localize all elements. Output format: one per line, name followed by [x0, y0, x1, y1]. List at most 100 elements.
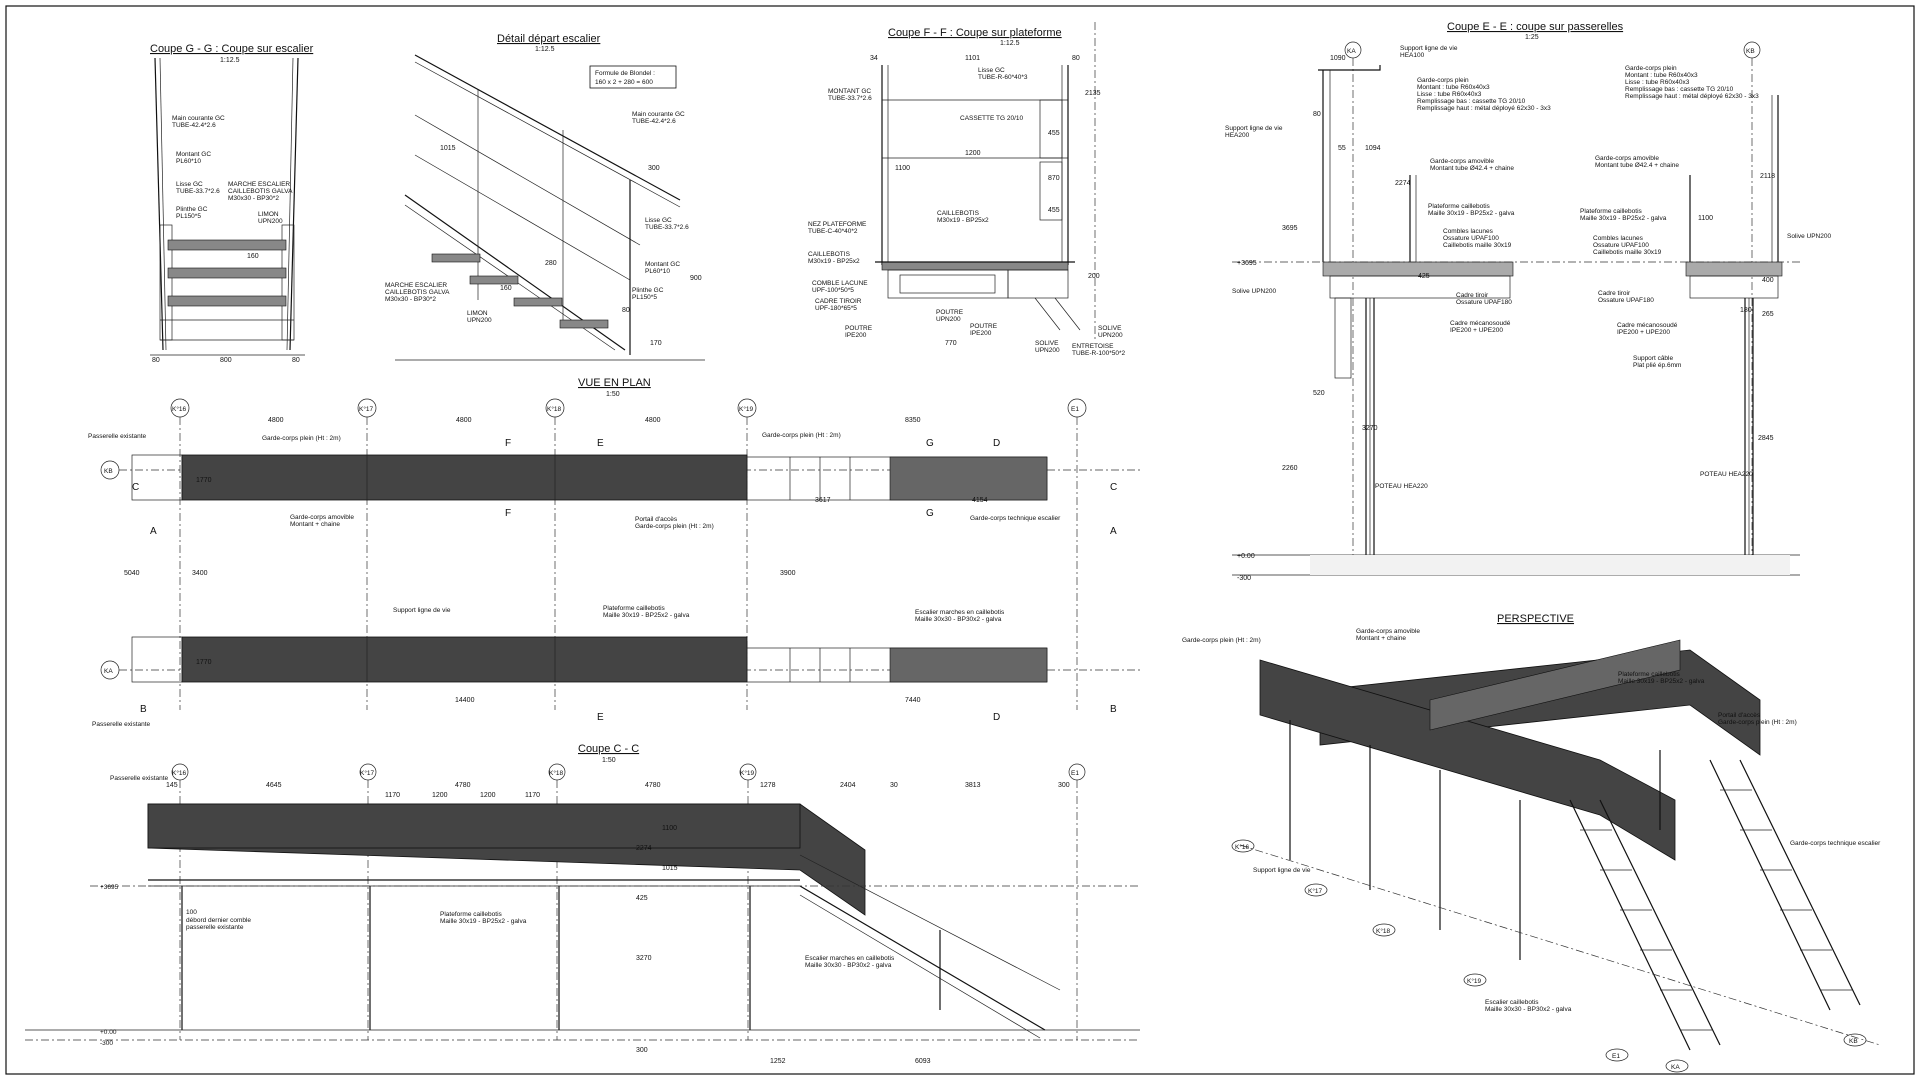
ff-dim: 1100	[895, 165, 910, 172]
ee-label: Garde-corps plein	[1417, 77, 1469, 84]
plan-dim: 1770	[196, 659, 212, 666]
persp-label: Garde-corps technique escalier	[1790, 840, 1881, 847]
depart-label: Plinthe GC	[632, 287, 664, 294]
gg-label: Main courante GC	[172, 115, 225, 122]
plan-cut-label: D	[993, 712, 1000, 723]
ee-label: Lisse : tube R60x40x3	[1625, 79, 1690, 86]
ee-label: Caillebotis maille 30x19	[1593, 249, 1662, 256]
ee-label: Garde-corps plein	[1625, 65, 1677, 72]
depart-label: TUBE-42.4*2.6	[632, 118, 676, 125]
depart-dim: 80	[622, 307, 630, 314]
ff-label: POUTRE	[970, 323, 998, 330]
ee-axis-ka: KA	[1347, 48, 1356, 55]
depart-label: Montant GC	[645, 261, 680, 268]
sheet-border	[5, 5, 1915, 1075]
persp-axis-label: K°18	[1376, 927, 1391, 935]
plan-cut-label: D	[993, 438, 1000, 449]
plan-label: Portail d'accès	[635, 516, 678, 523]
ee-label: Montant : tube R60x40x3	[1625, 72, 1698, 79]
view-coupe-gg: Coupe G - G : Coupe sur escalier 1:12.5 …	[150, 43, 314, 364]
cc-axis-label: K°16	[172, 769, 187, 777]
depart-label: PL60*10	[645, 268, 670, 275]
cc-label: -300	[100, 1040, 113, 1047]
plan-walkway-ka	[181, 636, 748, 683]
gg-dim: 80	[292, 357, 300, 364]
gg-label: TUBE-42.4*2.6	[172, 122, 216, 129]
plan-label: Passerelle existante	[92, 721, 151, 728]
ee-dim: 2845	[1758, 435, 1774, 442]
ff-scale: 1:12.5	[1000, 40, 1020, 47]
plan-dim: 14400	[455, 697, 475, 704]
cc-dim: 1252	[770, 1058, 786, 1065]
cc-dim: 1015	[662, 865, 678, 872]
gg-label: PL60*10	[176, 158, 201, 165]
ff-label: CASSETTE TG 20/10	[960, 115, 1023, 122]
ff-title: Coupe F - F : Coupe sur plateforme	[888, 27, 1062, 39]
persp-label: Garde-corps plein (Ht : 2m)	[1182, 637, 1261, 644]
ee-dim: 1094	[1365, 145, 1381, 152]
gg-label: LIMON	[258, 211, 279, 218]
ee-label: HEA200	[1225, 132, 1250, 139]
ff-label: UPN200	[1098, 332, 1123, 339]
ff-label: TUBE-33.7*2.6	[828, 95, 872, 102]
blondel-box	[589, 65, 677, 89]
persp-label: Maille 30x19 - BP25x2 - galva	[1618, 678, 1705, 685]
gg-label: TUBE-33.7*2.6	[176, 188, 220, 195]
plan-label: Maille 30x30 - BP30x2 - galva	[915, 616, 1002, 623]
depart-label: CAILLEBOTIS GALVA	[385, 289, 450, 296]
ff-label: COMBLE LACUNE	[812, 280, 868, 287]
gg-label: PL150*5	[176, 213, 201, 220]
depart-label: Lisse GC	[645, 217, 672, 224]
cc-label: débord dernier comble	[186, 917, 251, 924]
cc-dim: 145	[166, 782, 178, 789]
ee-label: Combles lacunes	[1443, 228, 1494, 235]
depart-dim: 1015	[440, 145, 456, 152]
ff-label: Lisse GC	[978, 67, 1005, 74]
ee-label: IPE200 + UPE200	[1617, 329, 1670, 336]
ff-dim: 80	[1072, 55, 1080, 62]
ff-dim: 770	[945, 340, 957, 347]
depart-dim: 900	[690, 275, 702, 282]
plan-axis-bubbles: K°16 K°17 K°18 K°19 E1 KB KA	[100, 398, 1087, 680]
cc-scale: 1:50	[602, 757, 616, 764]
persp-guardrail-lower	[1259, 659, 1676, 861]
ee-dim: +3695	[1237, 260, 1257, 267]
plan-cut-label: F	[505, 438, 511, 449]
ff-dim: 870	[1048, 175, 1060, 182]
ee-label: Ossature UPAF100	[1593, 242, 1649, 249]
cc-label: Maille 30x30 - BP30x2 - galva	[805, 962, 892, 969]
plan-dim: 4154	[972, 497, 988, 504]
ee-label: Remplissage bas : cassette TG 20/10	[1625, 86, 1734, 93]
ee-label: Garde-corps amovible	[1430, 158, 1494, 165]
plan-cut-label: F	[505, 508, 511, 519]
ee-label: Remplissage haut : métal déployé 62x30 -…	[1625, 93, 1759, 100]
gg-label: Plinthe GC	[176, 206, 208, 213]
gg-title: Coupe G - G : Coupe sur escalier	[150, 43, 314, 55]
ee-label: Caillebotis maille 30x19	[1443, 242, 1512, 249]
ff-label: CADRE TIROIR	[815, 298, 862, 305]
ee-label: Cadre mécanosoudé	[1450, 320, 1511, 327]
ff-label: M30x19 - BP25x2	[808, 258, 860, 265]
cc-dim: 2274	[636, 845, 652, 852]
ee-label: Maille 30x19 - BP25x2 - galva	[1428, 210, 1515, 217]
cc-dim: 1170	[525, 792, 540, 799]
plan-cut-label: A	[1110, 526, 1117, 537]
plan-axis-label: K°17	[359, 405, 374, 413]
view-vue-en-plan: VUE EN PLAN 1:50 K°16 K°17 K°18 K°19 E1 …	[88, 377, 1140, 728]
ee-dim: 1100	[1698, 215, 1713, 222]
ee-dim: 425	[1418, 273, 1430, 280]
depart-title: Détail départ escalier	[497, 33, 601, 45]
ee-label: Plateforme caillebotis	[1428, 203, 1491, 210]
ee-dim: 265	[1762, 311, 1774, 318]
ee-label: Cadre tiroir	[1456, 292, 1489, 299]
ee-label: Lisse : tube R60x40x3	[1417, 91, 1482, 98]
plan-dim: 4800	[645, 417, 661, 424]
ee-label: Cadre mécanosoudé	[1617, 322, 1678, 329]
plan-label: Support ligne de vie	[393, 607, 451, 614]
ff-dim: 1200	[965, 150, 981, 157]
gg-dim: 800	[220, 357, 232, 364]
plan-label: Garde-corps amovible	[290, 514, 354, 521]
cc-dim: 6093	[915, 1058, 931, 1065]
ee-label: Support câble	[1633, 355, 1673, 362]
